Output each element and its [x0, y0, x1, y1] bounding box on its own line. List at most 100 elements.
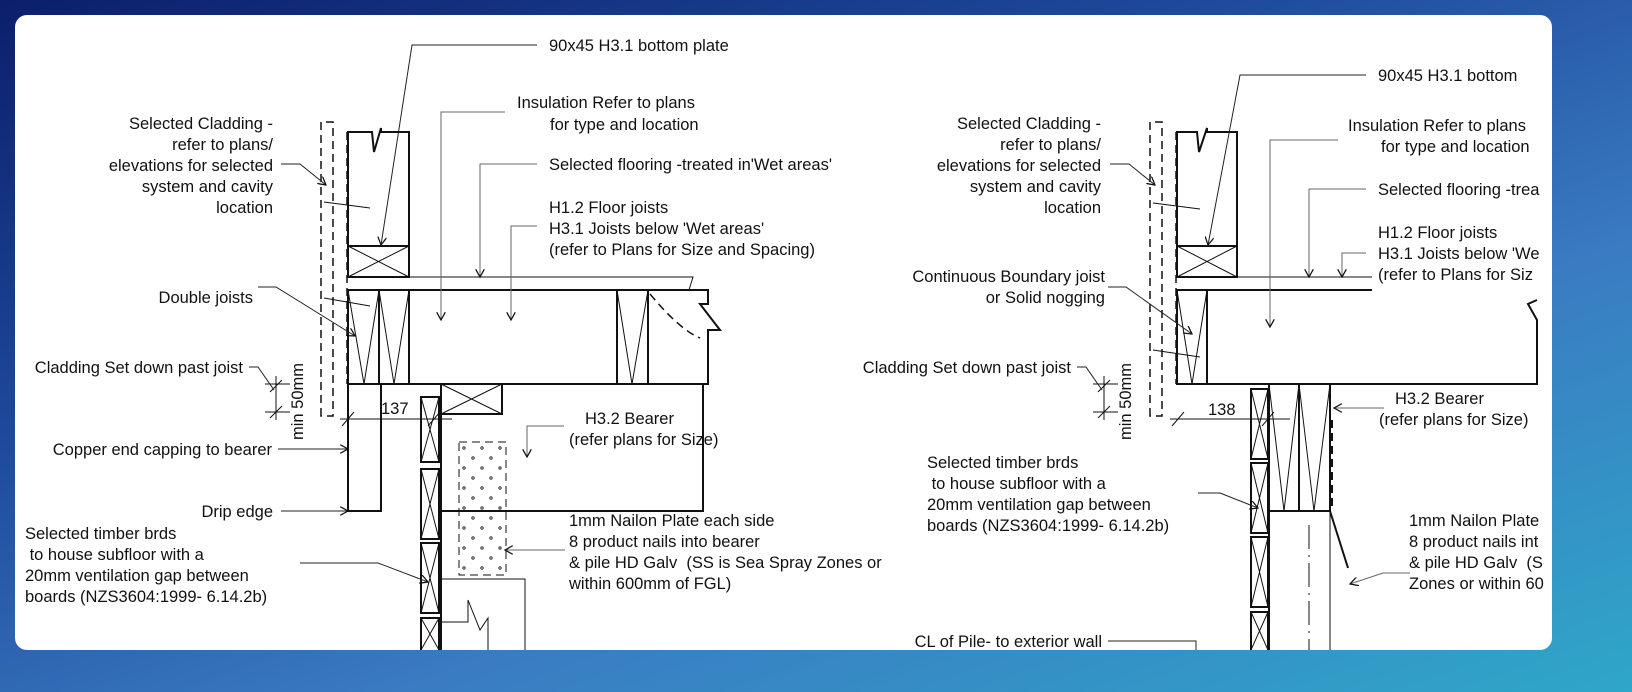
right-label-nailon-1: 1mm Nailon Plate — [1409, 512, 1539, 530]
left-label-cladding-4: system and cavity — [142, 178, 274, 196]
left-label-insulation-1: Insulation Refer to plans — [517, 94, 695, 112]
nail-dot — [489, 456, 493, 460]
nail-dot — [480, 446, 484, 450]
nail-dot — [462, 506, 466, 510]
nail-dot — [489, 536, 493, 540]
nail-dot — [489, 476, 493, 480]
right-label-boards-1: Selected timber brds — [927, 454, 1078, 472]
nail-dot — [480, 466, 484, 470]
left-label-nailon-3: & pile HD Galv (SS is Sea Spray Zones or — [569, 554, 882, 572]
left-label-flooring: Selected flooring -treated in'Wet areas' — [549, 156, 832, 174]
left-dashed-arc — [649, 293, 701, 339]
nail-dot — [498, 446, 502, 450]
left-label-drip: Drip edge — [201, 503, 273, 521]
left-label-boards-1: Selected timber brds — [25, 525, 176, 543]
right-leader-cladding — [1110, 163, 1155, 185]
left-label-nailon-4: within 600mm of FGL) — [568, 575, 731, 593]
left-label-min50: min 50mm — [289, 363, 307, 440]
nail-dot — [498, 546, 502, 550]
right-label-joists-1: H1.2 Floor joists — [1378, 224, 1497, 242]
nail-dot — [471, 476, 475, 480]
left-label-double-joists: Double joists — [159, 289, 253, 307]
left-pile — [441, 578, 526, 650]
right-dimension-138 — [1170, 411, 1290, 427]
left-leader-bearer — [527, 425, 564, 457]
left-joist-outline — [348, 289, 723, 385]
right-label-boundary-1: Continuous Boundary joist — [912, 268, 1105, 286]
nail-dot — [462, 566, 466, 570]
right-label-cladding-2: refer to plans/ — [1000, 136, 1101, 154]
right-label-boards-3: 20mm ventilation gap between — [927, 496, 1151, 514]
right-leader-bottom-plate — [1208, 74, 1366, 245]
right-boundary-joist — [1176, 289, 1208, 385]
left-nails — [323, 201, 371, 307]
right-bearer — [1268, 383, 1333, 512]
left-boards — [420, 384, 442, 650]
nail-dot — [480, 486, 484, 490]
nail-dot — [489, 556, 493, 560]
left-label-copper: Copper end capping to bearer — [53, 441, 273, 459]
nail-dot — [462, 526, 466, 530]
nail-dot — [480, 506, 484, 510]
right-label-cladding-4: system and cavity — [970, 178, 1102, 196]
nail-dot — [489, 496, 493, 500]
right-label-joists-2: H3.1 Joists below 'We — [1378, 245, 1540, 263]
right-label-pile-cl: CL of Pile- to exterior wall — [915, 633, 1102, 650]
left-label-joists-1: H1.2 Floor joists — [549, 199, 668, 217]
left-label-bearer-1: H3.2 Bearer — [585, 410, 674, 428]
right-leader-insulation — [1270, 139, 1338, 327]
right-label-boards-2: to house subfloor with a — [927, 475, 1107, 493]
left-leader-bottom-plate — [381, 44, 537, 245]
left-label-bearer-2: (refer plans for Size) — [569, 431, 718, 449]
left-leader-setdown — [249, 366, 275, 391]
right-label-nailon-2: 8 product nails int — [1409, 533, 1539, 551]
nail-dot — [498, 466, 502, 470]
right-nails — [1152, 202, 1201, 358]
left-label-boards-3: 20mm ventilation gap between — [25, 567, 249, 585]
right-leader-pile-cl — [1108, 640, 1197, 650]
nail-dot — [471, 516, 475, 520]
right-label-cladding-3: elevations for selected — [937, 157, 1101, 175]
drawing-card: 90x45 H3.1 bottom plate Insulation Refer… — [15, 15, 1552, 650]
right-label-dimension: 138 — [1208, 401, 1236, 419]
right-label-bearer-1: H3.2 Bearer — [1395, 390, 1484, 408]
nail-dot — [498, 506, 502, 510]
right-joist-outline — [1177, 289, 1538, 385]
left-label-cladding-3: elevations for selected — [109, 157, 273, 175]
right-label-bearer-2: (refer plans for Size) — [1379, 411, 1528, 429]
nail-dot — [489, 516, 493, 520]
left-wall-stud — [347, 127, 410, 246]
nail-dot — [462, 446, 466, 450]
left-nailon-plate — [458, 441, 507, 576]
nail-dot — [471, 456, 475, 460]
right-leader-setdown — [1077, 366, 1103, 391]
left-leader-boards — [300, 562, 428, 582]
left-double-joists — [347, 289, 410, 385]
left-joist — [616, 289, 649, 385]
right-label-boundary-2: or Solid nogging — [986, 289, 1105, 307]
right-cladding — [1149, 121, 1177, 417]
left-leader-double-joists — [258, 286, 355, 336]
left-flooring — [348, 276, 694, 291]
right-leader-flooring — [1309, 188, 1366, 277]
right-wall-stud — [1176, 127, 1238, 246]
left-label-insulation-2: for type and location — [550, 116, 699, 134]
nail-dot — [462, 486, 466, 490]
left-label-dimension: 137 — [381, 400, 409, 418]
left-leader-joists — [511, 225, 537, 320]
right-label-nailon-3: & pile HD Galv (S — [1409, 554, 1543, 572]
nail-dot — [471, 536, 475, 540]
left-label-joists-2: H3.1 Joists below 'Wet areas' — [549, 220, 764, 238]
left-label-setdown: Cladding Set down past joist — [35, 359, 244, 377]
nail-dot — [471, 496, 475, 500]
right-label-bottom-plate: 90x45 H3.1 bottom — [1378, 67, 1517, 85]
nail-dot — [498, 566, 502, 570]
left-label-boards-2: to house subfloor with a — [25, 546, 205, 564]
left-dimension-137 — [340, 411, 452, 427]
right-label-insulation-2: for type and location — [1381, 138, 1530, 156]
left-label-cladding-5: location — [216, 199, 273, 217]
nail-dot — [480, 526, 484, 530]
right-leader-joists — [1342, 252, 1366, 277]
left-label-nailon-1: 1mm Nailon Plate each side — [569, 512, 774, 530]
right-label-setdown: Cladding Set down past joist — [863, 359, 1072, 377]
